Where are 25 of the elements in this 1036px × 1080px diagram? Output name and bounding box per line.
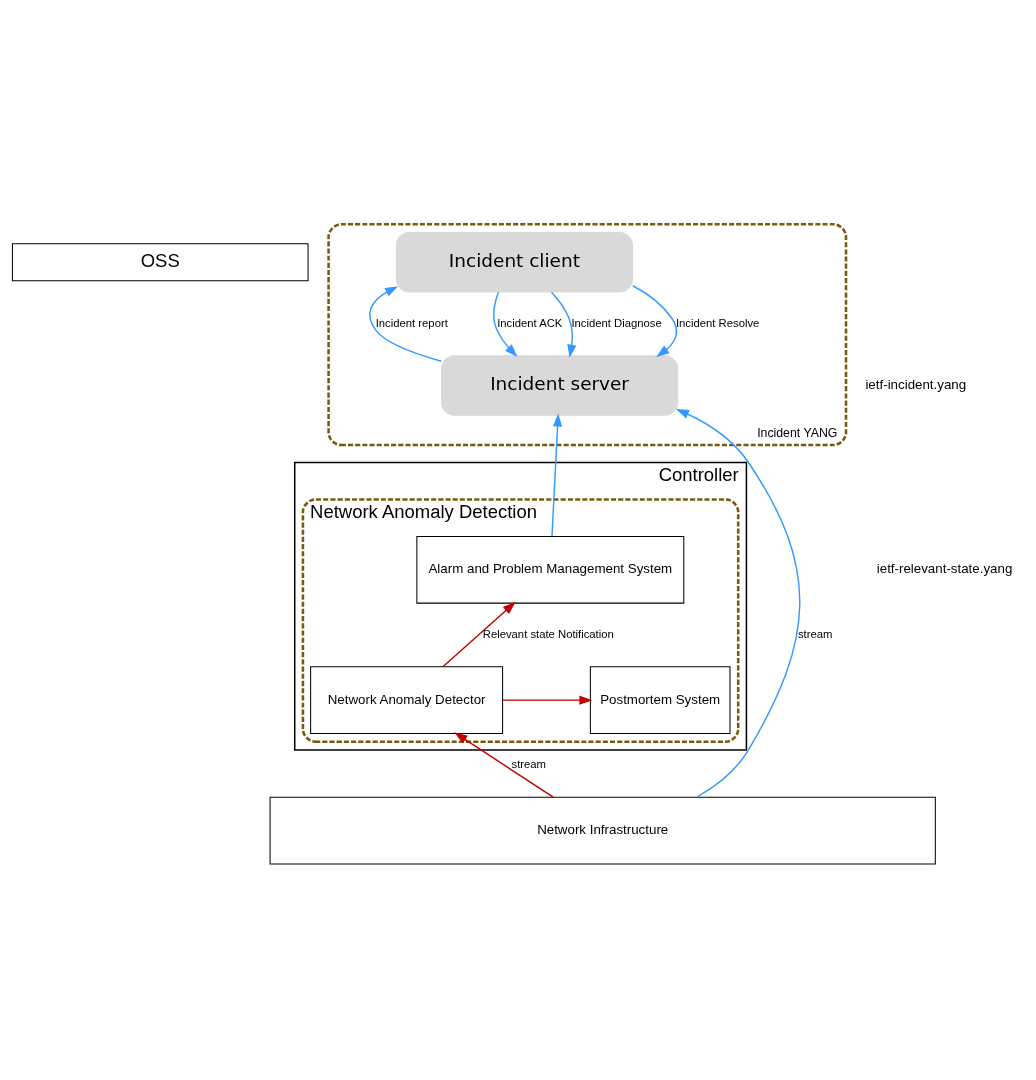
edge-label: Incident report [375, 316, 448, 329]
label: ietf-relevant-state.yang [876, 561, 1013, 577]
node-box: Network Infrastructure [269, 796, 936, 865]
arrow [454, 732, 554, 798]
edge-label: Relevant state Notification [482, 627, 614, 640]
node-box: OSS [11, 243, 309, 282]
edge-label: stream [797, 627, 833, 640]
arrow [551, 413, 563, 537]
arrow [632, 285, 678, 357]
arrow [369, 286, 442, 362]
node-box: Incident server [441, 355, 679, 416]
node-box: Alarm and Problem Management System [416, 535, 685, 604]
node-box: Network Anomaly Detector [310, 666, 504, 735]
node-box: Incident client [395, 232, 633, 293]
arrow [550, 291, 577, 358]
arrow [493, 291, 518, 358]
edge-label: Incident Diagnose [571, 316, 662, 329]
node-box: Postmortem System [589, 666, 731, 735]
edge-label: Incident ACK [497, 316, 563, 329]
arrow [675, 408, 801, 798]
label: ietf-incident.yang [865, 376, 967, 392]
arrow [501, 695, 593, 705]
arrow [442, 601, 516, 668]
edge-label: Incident Resolve [675, 316, 760, 329]
edge-label: stream [511, 758, 547, 771]
